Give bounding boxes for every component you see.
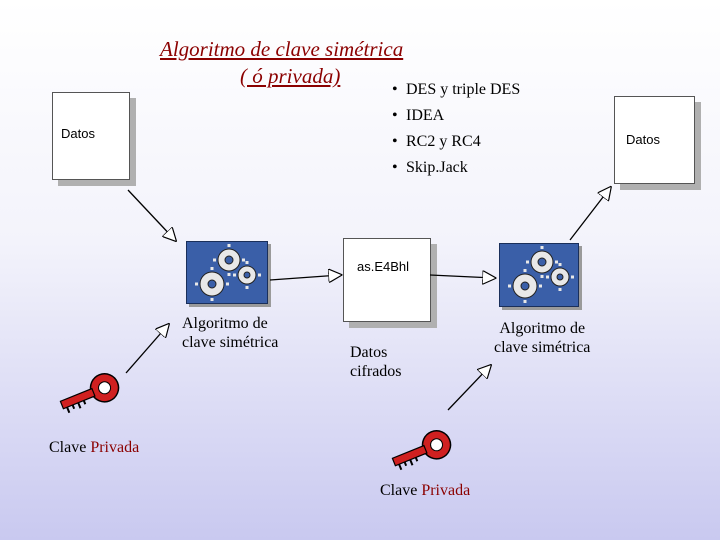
arrow-key-to-decrypt	[447, 366, 490, 411]
title-line-2: ( ó privada)	[240, 64, 341, 88]
encrypt-algorithm-label: Algoritmo de clave simétrica	[182, 315, 279, 351]
arrow-cipher-to-decrypt	[429, 275, 494, 278]
algorithm-item: • IDEA	[392, 107, 445, 124]
private-key-label-left: Clave Privada	[49, 439, 140, 456]
encrypt-gears-image	[186, 241, 268, 304]
ciphertext-caption: Datos cifrados	[350, 344, 402, 380]
algorithm-item: • DES y triple DES	[392, 81, 521, 98]
arrow-decrypt-to-output	[569, 188, 610, 241]
algorithm-list: • DES y triple DES • IDEA • RC2 y RC4 • …	[392, 78, 520, 182]
arrow-key-to-encrypt	[125, 325, 168, 374]
key-icon	[391, 430, 452, 471]
title-line-1: Algoritmo de clave simétrica	[160, 37, 404, 61]
input-data-label: Datos	[61, 126, 95, 141]
gears-icon	[508, 246, 574, 303]
output-data-label: Datos	[626, 132, 660, 147]
key-icon	[59, 373, 120, 414]
decrypt-gears-image	[499, 243, 579, 307]
algorithm-item: • RC2 y RC4	[392, 133, 481, 150]
algorithm-item: • Skip.Jack	[392, 159, 468, 176]
ciphertext-box: as.E4Bhl	[343, 238, 431, 322]
decrypt-algorithm-label: Algoritmo de clave simétrica	[494, 320, 591, 356]
ciphertext-label: as.E4Bhl	[357, 259, 410, 274]
private-key-label-right: Clave Privada	[380, 482, 471, 499]
gears-icon	[195, 244, 261, 301]
arrow-encrypt-to-cipher	[269, 275, 340, 280]
output-data-box: Datos	[614, 96, 695, 184]
slide-title: Algoritmo de clave simétrica ( ó privada…	[160, 36, 460, 90]
input-data-box: Datos	[52, 92, 130, 180]
arrow-input-to-encrypt	[127, 189, 175, 240]
